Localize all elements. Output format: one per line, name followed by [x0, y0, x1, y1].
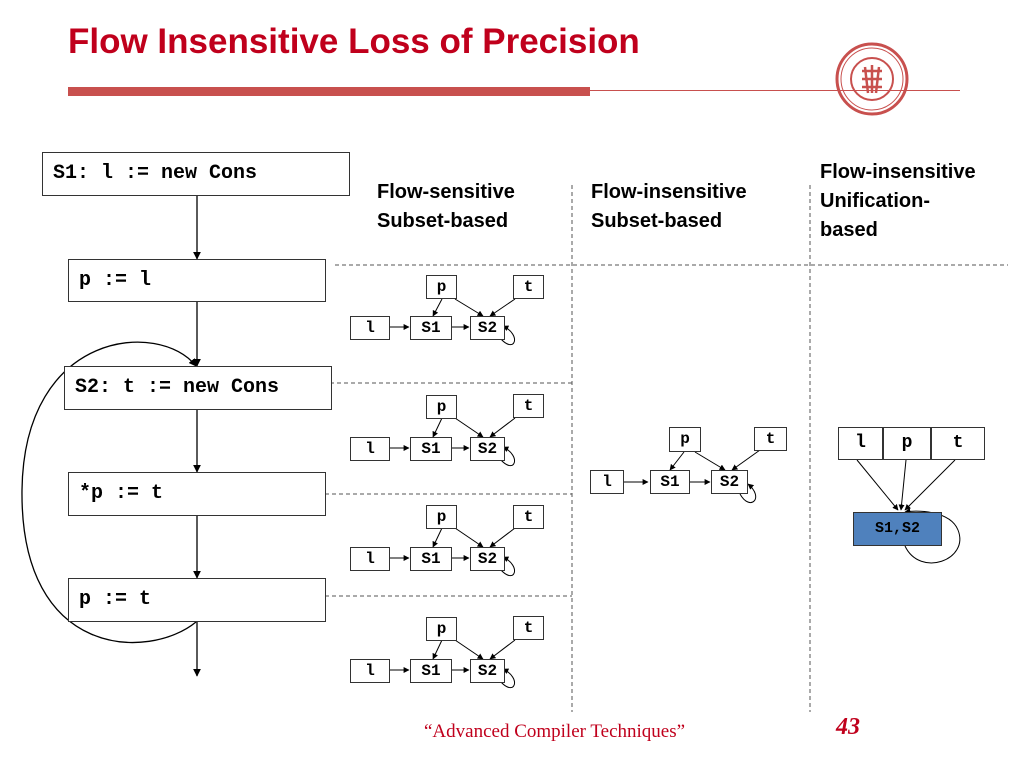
node-s1: S1 — [650, 470, 690, 494]
node-s1: S1 — [410, 547, 452, 571]
column-separators — [325, 185, 1008, 712]
node-t: t — [513, 616, 544, 640]
node-l: l — [350, 547, 390, 571]
node-s2: S2 — [470, 659, 505, 683]
page-number: 43 — [836, 714, 860, 740]
node-p: p — [426, 275, 457, 299]
node-s2: S2 — [711, 470, 748, 494]
university-seal-logo — [835, 42, 909, 116]
node-p: p — [669, 427, 701, 452]
slide-title: Flow Insensitive Loss of Precision — [68, 22, 640, 61]
stmt-p-assign-t: p := t — [68, 578, 326, 622]
title-underline-thin — [590, 90, 960, 91]
node-s2: S2 — [470, 547, 505, 571]
stmt-p-assign-l: p := l — [68, 259, 326, 302]
node-s1: S1 — [410, 659, 452, 683]
node-s2: S2 — [470, 316, 505, 340]
cfg-edges — [21, 196, 201, 677]
loop-back-edge — [21, 341, 197, 644]
node-s1-s2-unified: S1,S2 — [853, 512, 942, 546]
node-l: l — [350, 437, 390, 461]
node-s1: S1 — [410, 316, 452, 340]
node-t: t — [513, 275, 544, 299]
node-p: p — [426, 505, 457, 529]
footer-course-title: “Advanced Compiler Techniques” — [424, 721, 686, 742]
node-p: p — [426, 617, 457, 641]
node-s2: S2 — [470, 437, 505, 461]
node-p: p — [426, 395, 457, 419]
node-s1: S1 — [410, 437, 452, 461]
node-t: t — [513, 505, 544, 529]
node-l: l — [590, 470, 624, 494]
stmt-s2-new-cons: S2: t := new Cons — [64, 366, 332, 410]
title-underline-thick — [68, 87, 590, 96]
graph-edges — [390, 298, 961, 688]
node-t: t — [513, 394, 544, 418]
node-p: p — [883, 427, 931, 460]
stmt-s1-new-cons: S1: l := new Cons — [42, 152, 350, 196]
node-l: l — [838, 427, 883, 460]
node-t: t — [754, 427, 787, 451]
node-l: l — [350, 316, 390, 340]
node-l: l — [350, 659, 390, 683]
node-t: t — [931, 427, 985, 460]
stmt-deref-p-assign-t: *p := t — [68, 472, 326, 516]
